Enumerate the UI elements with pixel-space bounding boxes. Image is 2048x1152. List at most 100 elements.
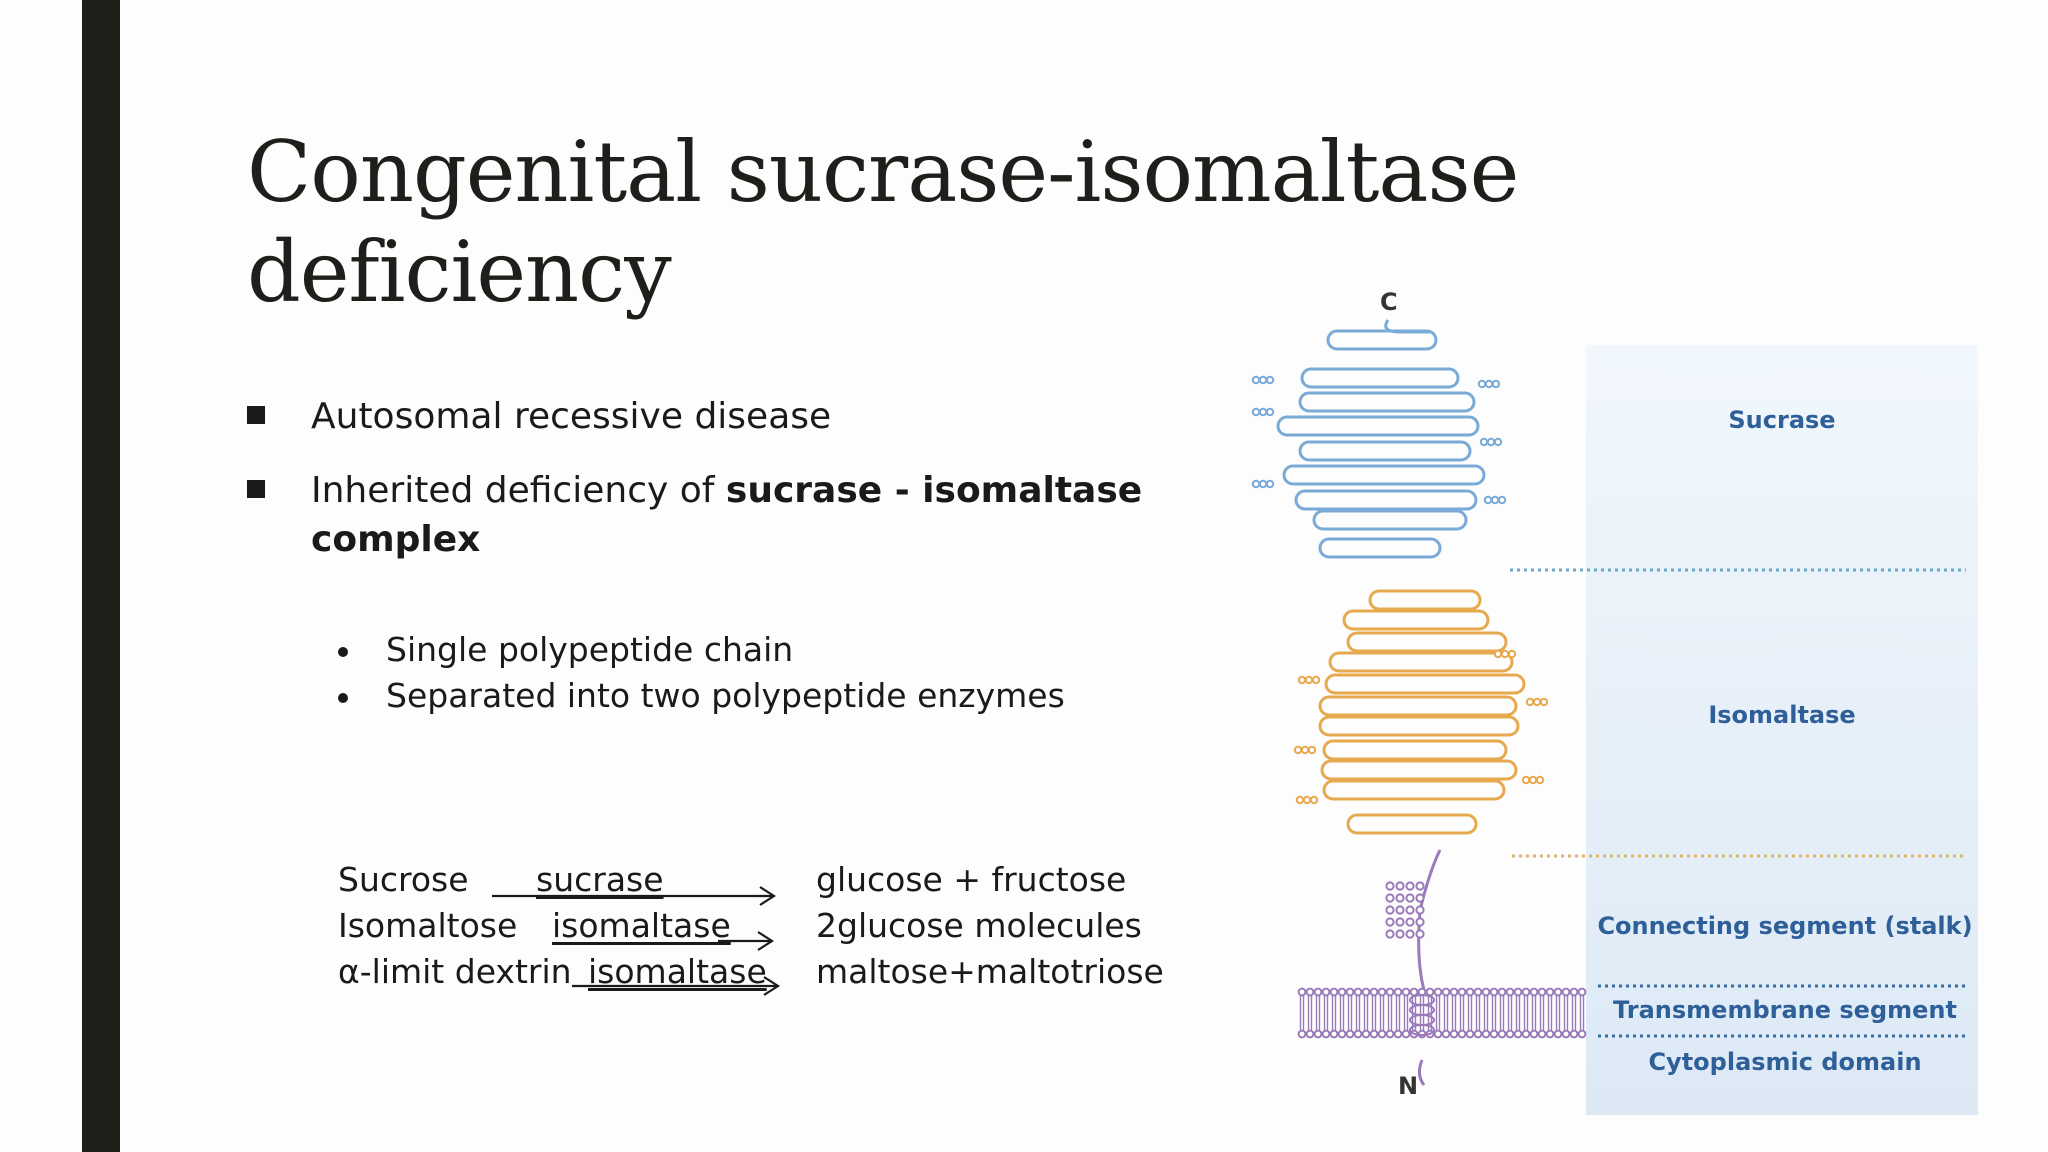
lipid-head xyxy=(1377,1029,1387,1039)
glycan-bead xyxy=(1300,745,1310,755)
lipid-head xyxy=(1361,987,1371,997)
lipid-head xyxy=(1561,1029,1571,1039)
protein-strands xyxy=(1251,319,1549,1086)
strand-loop xyxy=(1282,464,1486,486)
square-bullet-icon xyxy=(247,406,265,424)
lipid-head xyxy=(1433,987,1443,997)
lipid-head xyxy=(1329,987,1339,997)
strand-loop xyxy=(1294,489,1478,511)
lipid-head xyxy=(1553,1029,1563,1039)
glycan-bead xyxy=(1415,929,1425,939)
helix-turn xyxy=(1409,994,1435,1006)
lipid-head xyxy=(1449,1029,1459,1039)
transmembrane-label: Transmembrane segment xyxy=(1613,996,1957,1024)
square-bullet-icon xyxy=(247,480,265,498)
sub-bullet-text: Single polypeptide chain xyxy=(386,630,794,669)
glycan-bead xyxy=(1486,437,1496,447)
reaction-substrate: α-limit dextrin xyxy=(338,952,572,991)
reaction-enzyme: sucrase xyxy=(536,860,664,899)
lipid-head xyxy=(1353,1029,1363,1039)
lipid-head xyxy=(1529,1029,1539,1039)
strand-loop xyxy=(1368,589,1482,611)
lipid-head xyxy=(1297,1029,1307,1039)
glycan-bead xyxy=(1483,495,1493,505)
glycan-bead xyxy=(1493,649,1503,659)
strand-loop xyxy=(1324,673,1526,695)
reaction-product: maltose+maltotriose xyxy=(816,952,1164,991)
strand-loop xyxy=(1342,609,1490,631)
glycan-bead xyxy=(1295,795,1305,805)
title-line-1: Congenital sucrase-isomaltase xyxy=(247,123,1519,221)
glycan-bead xyxy=(1415,881,1425,891)
bullet-text-plain: Inherited deficiency of xyxy=(311,470,726,511)
strand-loop xyxy=(1276,415,1480,437)
title-line-2: deficiency xyxy=(247,223,672,321)
lipid-head xyxy=(1425,987,1435,997)
bullet-text-bold-line2: complex xyxy=(311,519,481,560)
glycan-bead xyxy=(1532,697,1542,707)
lipid-head xyxy=(1481,987,1491,997)
lipid-head xyxy=(1409,987,1419,997)
lipid-head xyxy=(1521,1029,1531,1039)
lipid-head xyxy=(1345,1029,1355,1039)
strand-loop xyxy=(1298,391,1476,413)
glycan-bead xyxy=(1539,697,1549,707)
lipid-head xyxy=(1345,987,1355,997)
glycan-bead xyxy=(1479,437,1489,447)
lipid-head xyxy=(1401,1029,1411,1039)
glycan-bead xyxy=(1493,437,1503,447)
lipid-head xyxy=(1441,987,1451,997)
accent-bar xyxy=(82,0,120,1152)
dot-bullet-icon xyxy=(338,693,348,703)
lipid-head xyxy=(1537,1029,1547,1039)
glycan-bead xyxy=(1535,775,1545,785)
glycan-bead xyxy=(1258,407,1268,417)
helix-turn xyxy=(1409,1024,1435,1036)
strand-loop xyxy=(1318,537,1442,559)
lipid-head xyxy=(1313,987,1323,997)
membrane-bilayer xyxy=(1297,987,1587,1039)
glycan-bead xyxy=(1297,675,1307,685)
reaction-enzyme: isomaltase xyxy=(552,906,731,945)
reaction-substrate: Isomaltose xyxy=(338,906,518,945)
glycan-bead xyxy=(1385,881,1395,891)
glycan-bead xyxy=(1477,379,1487,389)
glycan-bead xyxy=(1293,745,1303,755)
lipid-head xyxy=(1489,1029,1499,1039)
strand-loop xyxy=(1322,779,1506,801)
glycan-bead xyxy=(1309,795,1319,805)
lipid-head xyxy=(1449,987,1459,997)
arrow-head-icon xyxy=(763,976,781,996)
glycan-bead xyxy=(1251,479,1261,489)
glycan-bead xyxy=(1415,893,1425,903)
stalk-domain-label: Connecting segment (stalk) xyxy=(1597,912,1972,940)
reaction-enzyme: isomaltase xyxy=(588,952,767,991)
dot-bullet-icon xyxy=(338,647,348,657)
lipid-head xyxy=(1385,1029,1395,1039)
glycan-bead xyxy=(1311,675,1321,685)
glycan-bead xyxy=(1405,929,1415,939)
glycan-bead xyxy=(1385,905,1395,915)
glycan-bead xyxy=(1265,407,1275,417)
glycan-bead xyxy=(1395,905,1405,915)
glycan-bead xyxy=(1405,905,1415,915)
lipid-head xyxy=(1481,1029,1491,1039)
strand-loop xyxy=(1326,329,1438,351)
lipid-head xyxy=(1369,1029,1379,1039)
lipid-head xyxy=(1465,987,1475,997)
glycan-bead xyxy=(1302,795,1312,805)
glycan-bead xyxy=(1251,375,1261,385)
bullet-text: Autosomal recessive disease xyxy=(311,396,832,437)
glycan-bead xyxy=(1385,929,1395,939)
lipid-head xyxy=(1361,1029,1371,1039)
lipid-head xyxy=(1353,987,1363,997)
cytoplasmic-label: Cytoplasmic domain xyxy=(1648,1048,1921,1076)
glycan-bead xyxy=(1405,917,1415,927)
sub-bullet-text: Separated into two polypeptide enzymes xyxy=(386,676,1065,715)
lipid-head xyxy=(1457,1029,1467,1039)
c-terminus-label: C xyxy=(1380,288,1398,316)
lipid-head xyxy=(1393,987,1403,997)
sucrase-domain-label: Sucrase xyxy=(1728,406,1835,434)
lipid-head xyxy=(1577,987,1587,997)
